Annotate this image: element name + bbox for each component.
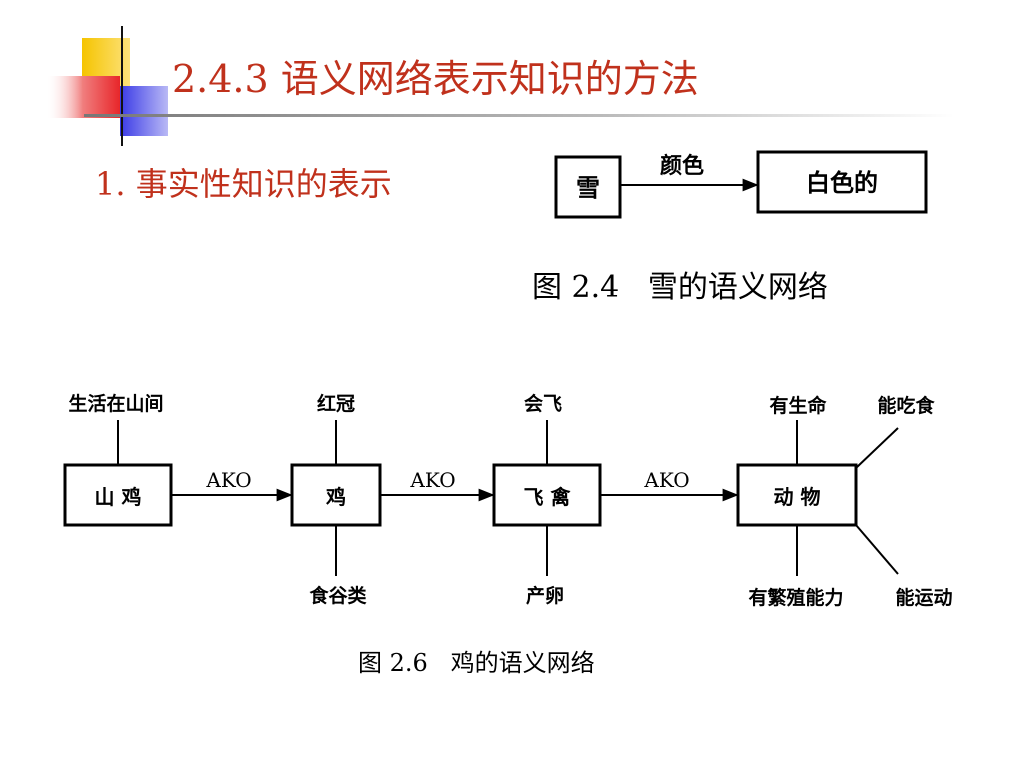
link-animal-bottomright bbox=[855, 524, 899, 575]
edge-color-label: 颜色 bbox=[660, 153, 704, 179]
attr-bird-top: 会飞 bbox=[524, 392, 562, 415]
node-bird-label: 飞 禽 bbox=[524, 485, 572, 509]
node-bird bbox=[492, 463, 602, 527]
attr-chicken-bottom: 食谷类 bbox=[309, 584, 366, 607]
slide-title: 2.4.3 语义网络表示知识的方法 bbox=[172, 57, 699, 101]
figure-caption: 图 2.6 鸡的语义网络 bbox=[358, 649, 595, 677]
edge-ako-2-label: AKO bbox=[409, 468, 455, 492]
link-animal-topright bbox=[855, 427, 899, 469]
attr-animal-topright: 能吃食 bbox=[877, 394, 935, 417]
node-chicken-label: 鸡 bbox=[325, 485, 346, 509]
node-white-label: 白色的 bbox=[806, 169, 878, 197]
node-animal bbox=[736, 463, 858, 527]
node-pheasant-label: 山 鸡 bbox=[95, 485, 142, 509]
edge-ako-1-label: AKO bbox=[205, 468, 251, 492]
attr-bird-bottom: 产卵 bbox=[526, 584, 564, 607]
node-pheasant bbox=[63, 463, 173, 527]
title-underline bbox=[84, 114, 954, 117]
node-snow-label: 雪 bbox=[576, 174, 600, 202]
edge-ako-3-label: AKO bbox=[643, 468, 689, 492]
figure-chicken-network: 山 鸡 鸡 飞 禽 动 物 AKO AKO AKO 生活在山间 红冠 食谷类 会… bbox=[63, 392, 953, 677]
figure-snow-network: 雪 颜色 白色的 图 2.4 雪的语义网络 bbox=[532, 150, 928, 305]
node-animal-label: 动 物 bbox=[774, 485, 821, 509]
attr-animal-bottom: 有繁殖能力 bbox=[748, 586, 843, 609]
node-white bbox=[756, 150, 928, 214]
attr-animal-bottomright: 能运动 bbox=[895, 586, 952, 609]
deco-blue-square bbox=[120, 86, 168, 136]
node-snow bbox=[554, 155, 622, 219]
attr-animal-top: 有生命 bbox=[769, 394, 827, 417]
attr-pheasant-top: 生活在山间 bbox=[68, 392, 163, 415]
deco-red-bar bbox=[46, 76, 120, 118]
slide-subtitle: 1. 事实性知识的表示 bbox=[95, 165, 392, 203]
node-chicken bbox=[290, 463, 382, 527]
attr-chicken-top: 红冠 bbox=[317, 392, 355, 415]
title-decoration bbox=[46, 26, 954, 146]
figure-caption: 图 2.4 雪的语义网络 bbox=[532, 270, 828, 305]
